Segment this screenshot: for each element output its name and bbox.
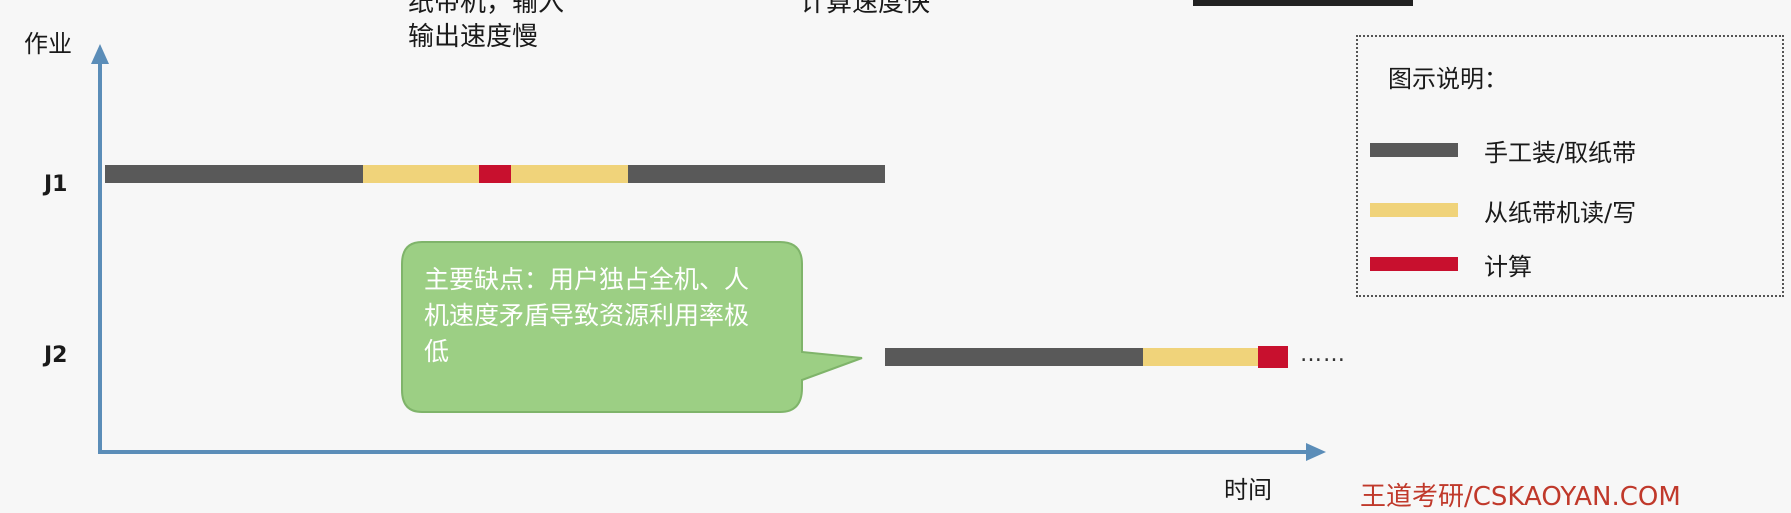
legend-item-tape-io: 从纸带机读/写 [1370, 195, 1637, 227]
j1-tape-write-bar [511, 165, 628, 183]
j2-tape-read-bar [1143, 348, 1258, 366]
callout-text: 主要缺点：用户独占全机、人机速度矛盾导致资源利用率极低 [424, 265, 750, 366]
j1-manual-unload-bar [628, 165, 885, 183]
legend-label-tape-io: 从纸带机读/写 [1484, 198, 1637, 227]
job-label-j2: J2 [44, 343, 68, 368]
y-axis-arrow [91, 44, 109, 64]
legend-swatch-tape-io [1370, 203, 1458, 217]
top-note-left: 纸带机，输入 输出速度慢 [408, 0, 565, 52]
cropped-image-fragment [1193, 0, 1413, 6]
x-axis-label: 时间 [1224, 476, 1272, 504]
legend: 图示说明： 手工装/取纸带 从纸带机读/写 计算 [1356, 35, 1784, 297]
j2-continuation: …… [1300, 342, 1346, 367]
y-axis-label: 作业 [24, 30, 72, 58]
legend-swatch-compute [1370, 257, 1458, 271]
j2-compute-bar [1258, 346, 1288, 368]
j1-compute-bar [479, 165, 511, 183]
legend-label-manual: 手工装/取纸带 [1484, 138, 1637, 167]
callout-bubble [401, 241, 863, 413]
watermark: 王道考研/CSKAOYAN.COM [1360, 482, 1681, 512]
j1-manual-load-bar [105, 165, 363, 183]
legend-label-compute: 计算 [1484, 252, 1532, 281]
legend-title: 图示说明： [1388, 65, 1508, 93]
job-label-j1: J1 [44, 172, 68, 197]
legend-item-manual: 手工装/取纸带 [1370, 135, 1637, 167]
x-axis-arrow [1306, 443, 1326, 461]
legend-item-compute: 计算 [1370, 249, 1532, 281]
callout: 主要缺点：用户独占全机、人机速度矛盾导致资源利用率极低 [400, 240, 802, 412]
legend-swatch-manual [1370, 143, 1458, 157]
j2-manual-load-bar [885, 348, 1143, 366]
top-note-right: 计算速度快 [800, 0, 931, 18]
j1-tape-read-bar [363, 165, 479, 183]
